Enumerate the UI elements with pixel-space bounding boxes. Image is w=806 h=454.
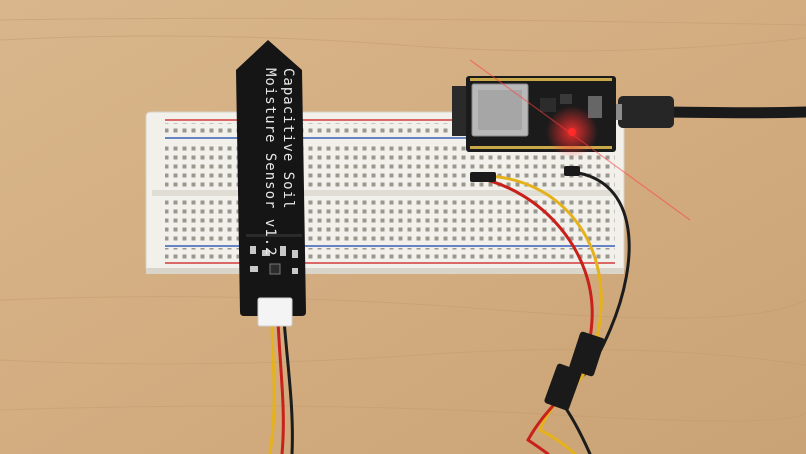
wood-grain: [0, 17, 806, 422]
soil-sensor: Capacitive Soil Moisture Sensor v1.2: [236, 40, 306, 327]
sensor-connector: [257, 297, 293, 327]
red-led: [469, 59, 691, 221]
wire-connectors: [470, 166, 605, 411]
sensor-label-line2: Moisture Sensor v1.2: [262, 68, 278, 257]
sensor-wires: [268, 319, 294, 454]
sensor-label-line1: Capacitive Soil: [280, 68, 296, 209]
